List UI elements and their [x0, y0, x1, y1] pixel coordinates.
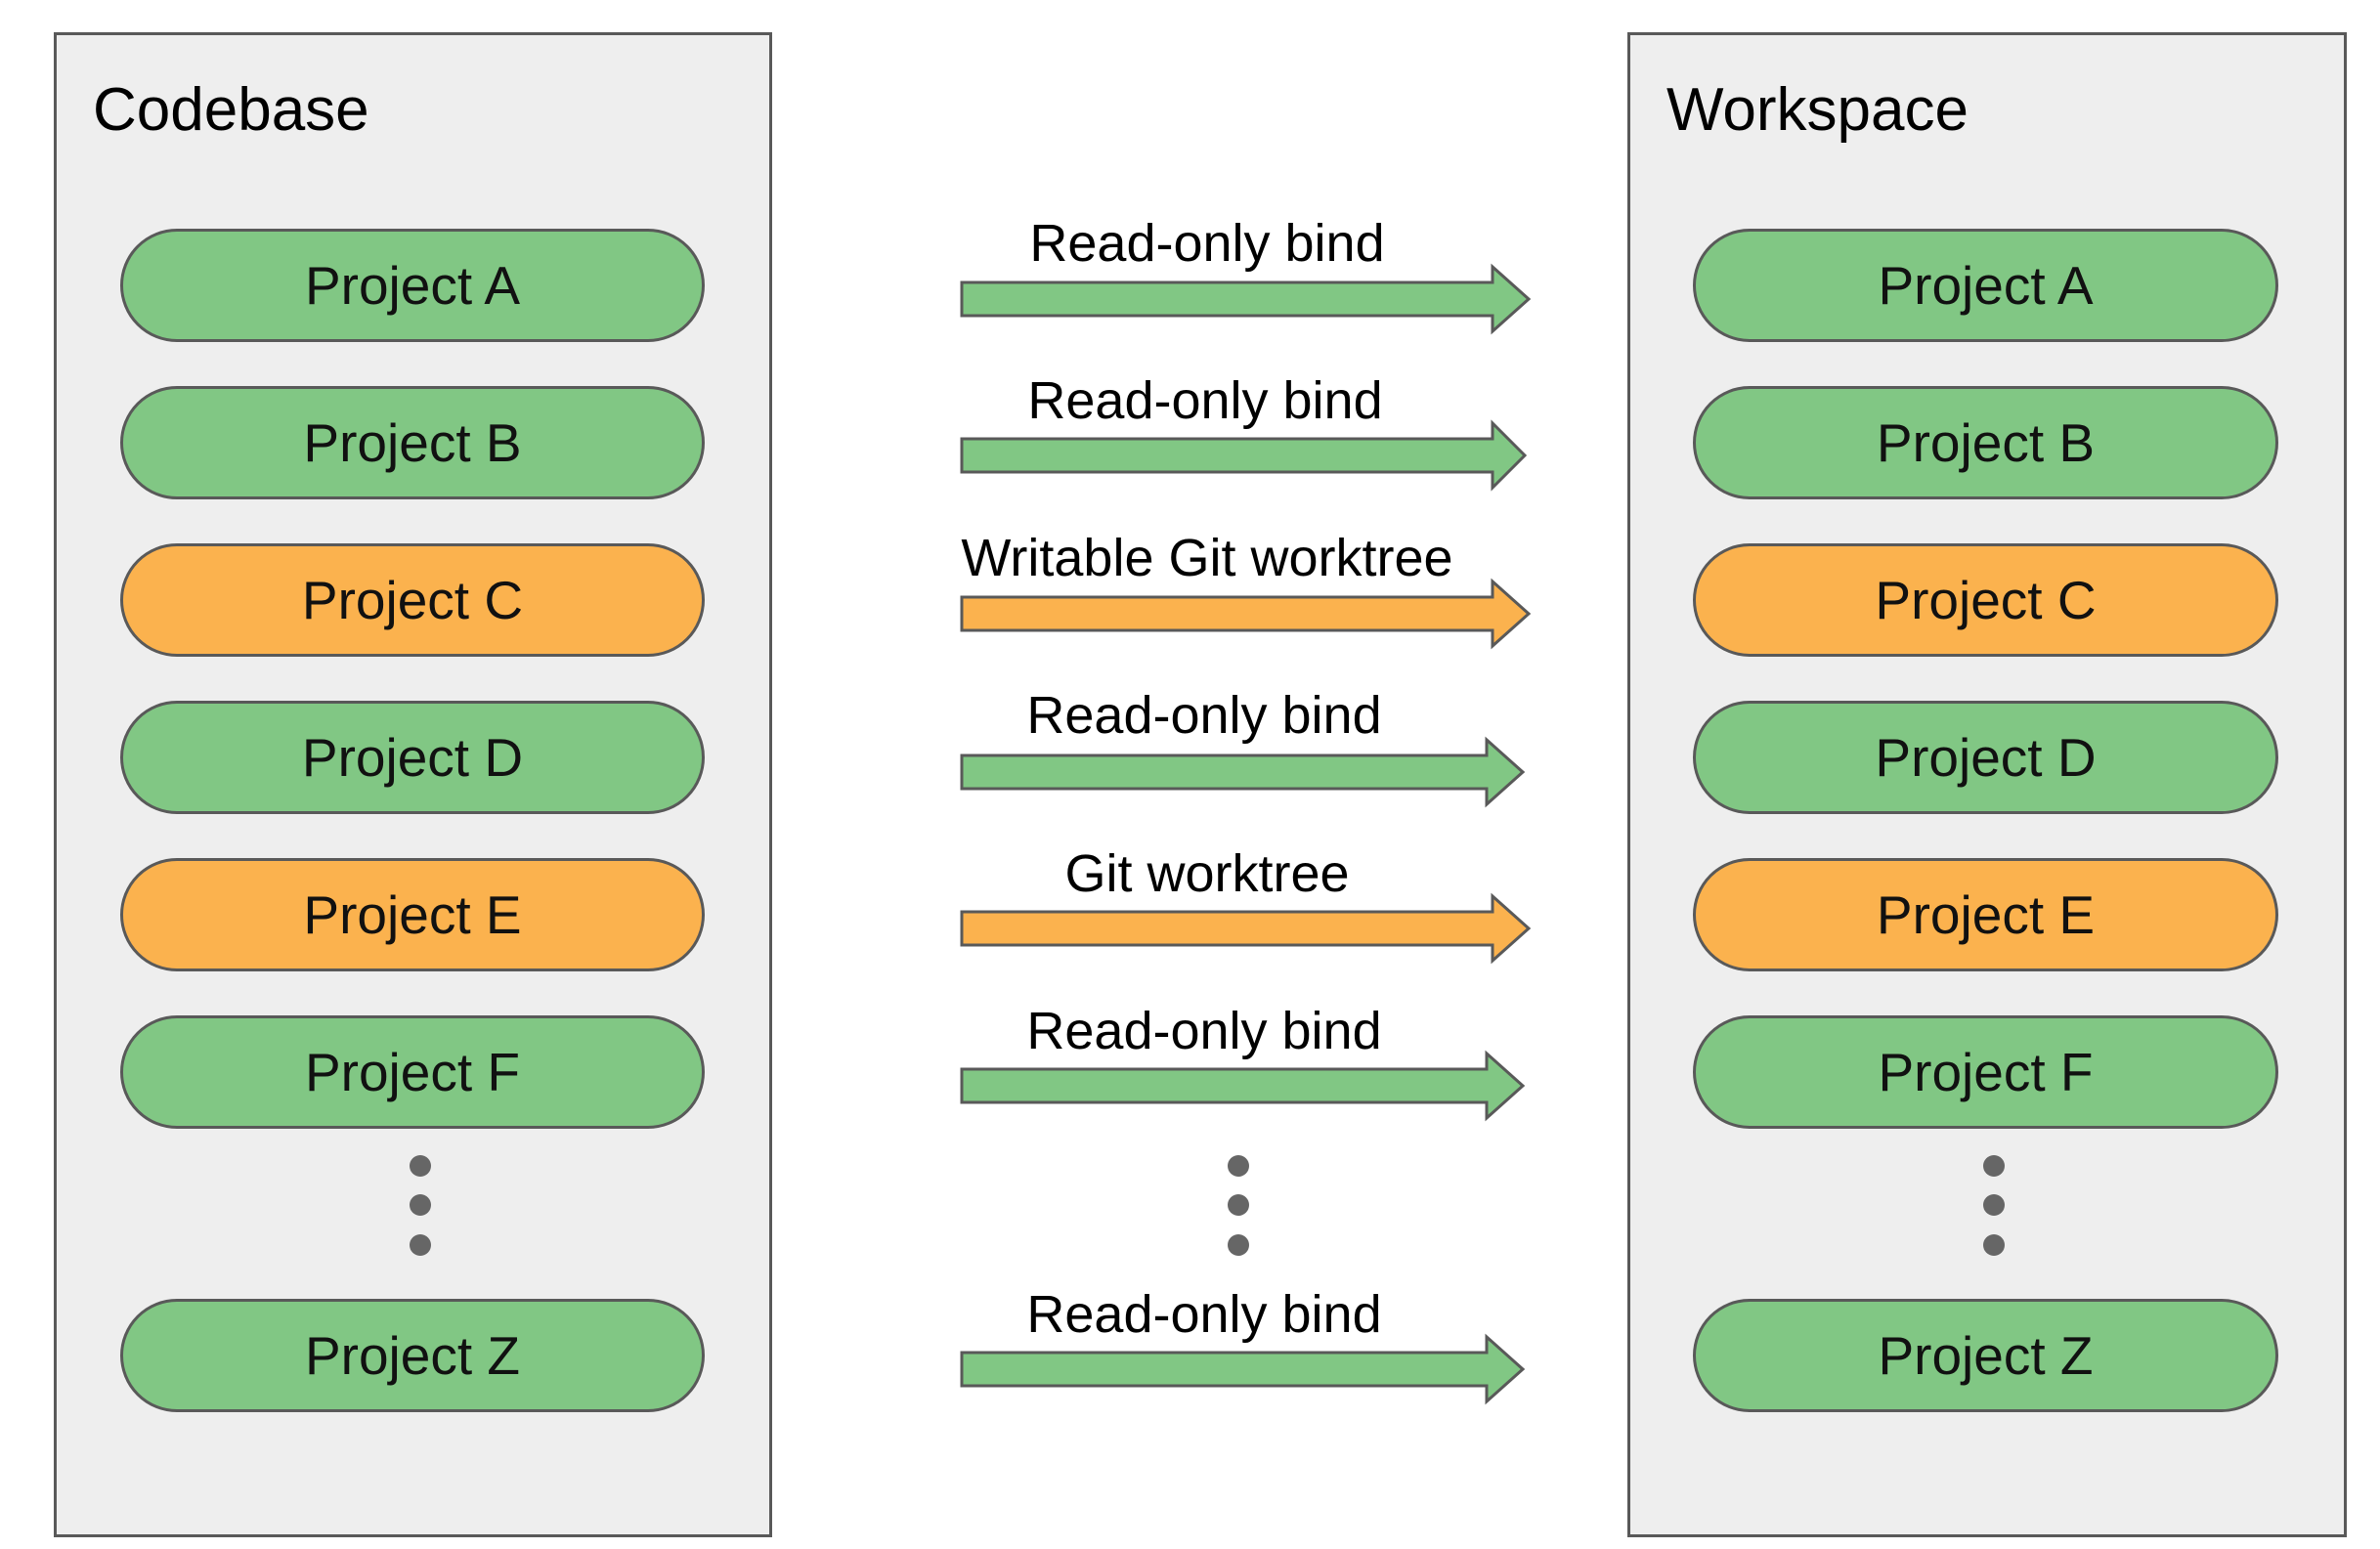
connection-label: Read-only bind — [1027, 371, 1383, 430]
project-label: Project D — [1875, 727, 2097, 788]
right-arrow-icon — [960, 892, 1532, 965]
codebase-project-e: Project E — [120, 858, 705, 971]
codebase-project-f: Project F — [120, 1015, 705, 1129]
project-label: Project A — [304, 255, 521, 316]
ellipsis-dot — [1983, 1155, 2005, 1177]
ellipsis-dot — [1983, 1194, 2005, 1216]
workspace-project-a: Project A — [1693, 229, 2278, 342]
ellipsis-dot — [1228, 1155, 1249, 1177]
project-label: Project F — [1878, 1042, 2094, 1102]
codebase-project-c: Project C — [120, 543, 705, 657]
ellipsis-dot — [1228, 1234, 1249, 1256]
codebase-project-z: Project Z — [120, 1299, 705, 1412]
right-arrow-icon — [960, 736, 1526, 808]
project-label: Project E — [1876, 884, 2096, 945]
right-arrow-icon — [960, 419, 1528, 492]
project-label: Project C — [1875, 570, 2097, 630]
workspace-project-c: Project C — [1693, 543, 2278, 657]
codebase-project-b: Project B — [120, 386, 705, 499]
right-arrow-icon — [960, 1050, 1526, 1122]
workspace-project-e: Project E — [1693, 858, 2278, 971]
project-label: Project D — [301, 727, 524, 788]
project-label: Project C — [301, 570, 524, 630]
workspace-project-b: Project B — [1693, 386, 2278, 499]
ellipsis-dot — [1228, 1194, 1249, 1216]
right-arrow-icon — [960, 263, 1532, 335]
project-label: Project B — [303, 412, 522, 473]
connection-label: Writable Git worktree — [961, 529, 1453, 587]
ellipsis-dot — [410, 1155, 431, 1177]
workspace-title: Workspace — [1666, 76, 1969, 144]
connection-label: Git worktree — [1064, 844, 1350, 903]
project-label: Project Z — [304, 1325, 521, 1386]
workspace-project-f: Project F — [1693, 1015, 2278, 1129]
project-label: Project E — [303, 884, 522, 945]
project-label: Project A — [1878, 255, 2094, 316]
codebase-title: Codebase — [93, 76, 369, 144]
right-arrow-icon — [960, 1333, 1526, 1405]
codebase-project-d: Project D — [120, 701, 705, 814]
workspace-project-z: Project Z — [1693, 1299, 2278, 1412]
ellipsis-dot — [410, 1194, 431, 1216]
connection-label: Read-only bind — [1026, 1002, 1382, 1060]
right-arrow-icon — [960, 578, 1532, 650]
connection-label: Read-only bind — [1029, 214, 1385, 273]
project-label: Project B — [1876, 412, 2096, 473]
connection-label: Read-only bind — [1026, 686, 1382, 745]
connection-label: Read-only bind — [1026, 1285, 1382, 1344]
ellipsis-dot — [410, 1234, 431, 1256]
codebase-project-a: Project A — [120, 229, 705, 342]
workspace-project-d: Project D — [1693, 701, 2278, 814]
ellipsis-dot — [1983, 1234, 2005, 1256]
project-label: Project Z — [1878, 1325, 2094, 1386]
project-label: Project F — [304, 1042, 521, 1102]
